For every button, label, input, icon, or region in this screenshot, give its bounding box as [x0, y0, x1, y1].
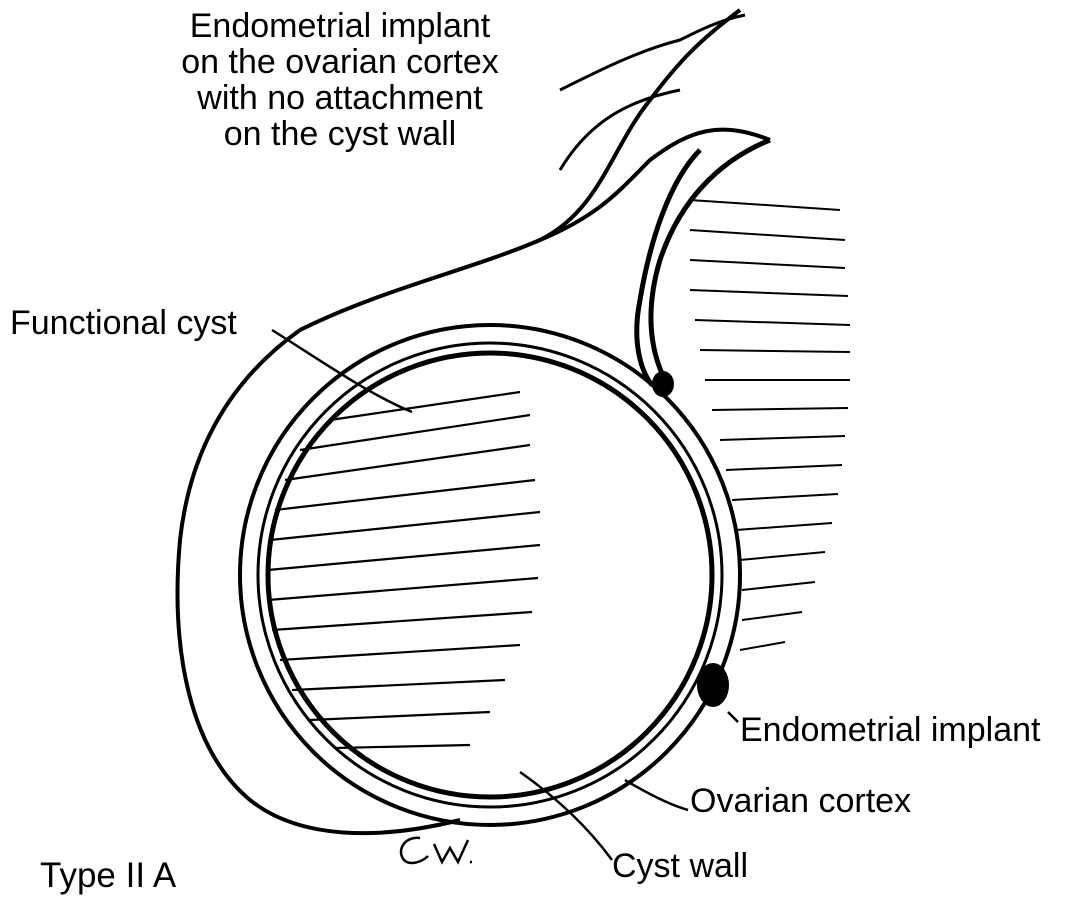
- caption-line-3: with no attachment: [140, 80, 540, 116]
- caption-line-2: on the ovarian cortex: [140, 44, 540, 80]
- ovarian-cortex-label: Ovarian cortex: [690, 783, 911, 819]
- tube-fold: [560, 15, 745, 170]
- cyst-wall-ring: [258, 343, 722, 807]
- artist-signature: [390, 830, 480, 870]
- endometrial-implant-upper: [652, 371, 674, 397]
- functional-cyst-label: Functional cyst: [10, 305, 237, 341]
- ovarian-cortex-ring: [240, 325, 740, 825]
- implant-caption: Endometrial implant on the ovarian corte…: [140, 8, 540, 152]
- endometrial-implant-cortex: [697, 663, 729, 707]
- caption-line-4: on the cyst wall: [140, 116, 540, 152]
- type-label: Type II A: [40, 858, 176, 894]
- endometrial-implant-label: Endometrial implant: [740, 712, 1040, 748]
- cyst-wall-label: Cyst wall: [612, 848, 748, 884]
- caption-line-1: Endometrial implant: [140, 8, 540, 44]
